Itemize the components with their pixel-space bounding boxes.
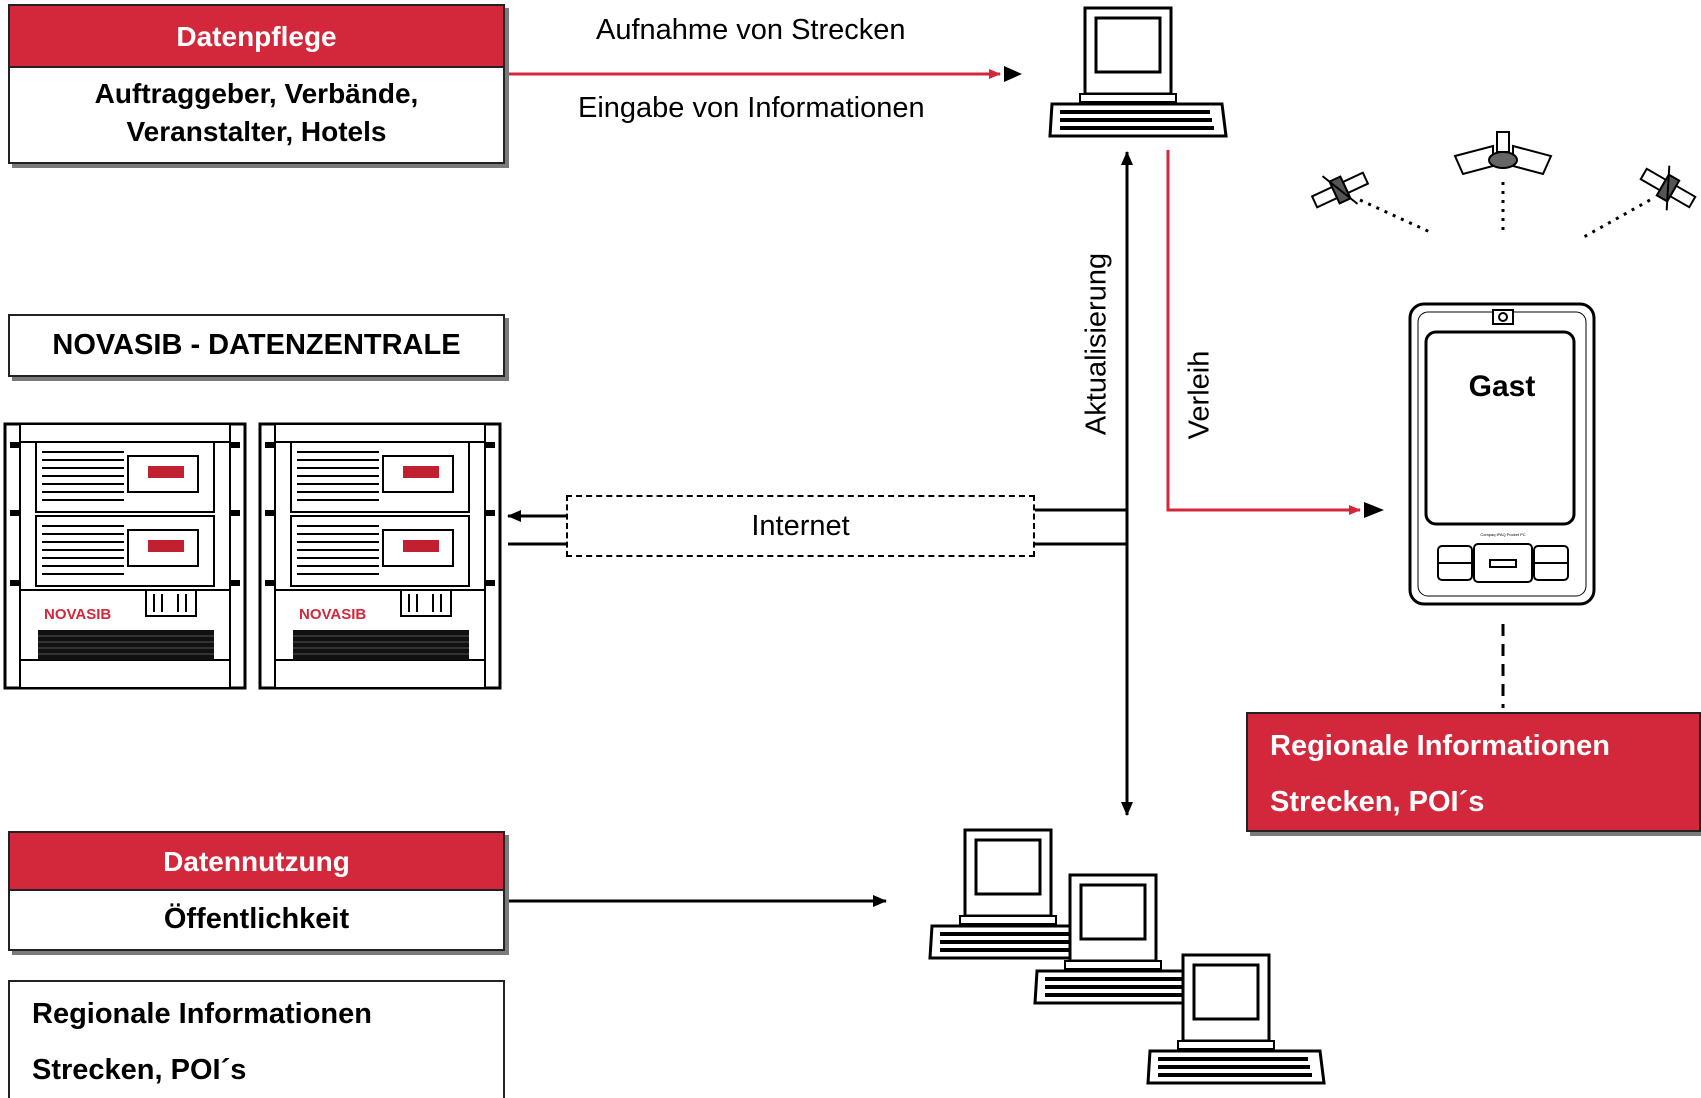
eingabe-label: Eingabe von Informationen xyxy=(578,92,925,124)
server-brand-left: NOVASIB xyxy=(44,606,112,623)
satellite-icon xyxy=(1310,171,1370,209)
pda-maker-text: Compaq iPAQ Pocket PC xyxy=(1480,532,1526,537)
verleih-arrow-head2 xyxy=(1364,502,1384,518)
aufnahme-label: Aufnahme von Strecken xyxy=(596,14,906,46)
satellite-icon xyxy=(1639,165,1697,211)
desktop-computer-icon xyxy=(1146,953,1326,1085)
datennutzung-header: Datennutzung xyxy=(10,833,503,891)
sat-signal-left xyxy=(1359,198,1431,234)
datennutzung-box: Datennutzung Öffentlichkeit xyxy=(8,831,505,951)
sat-signal-right xyxy=(1581,198,1651,240)
server-brand-right: NOVASIB xyxy=(299,606,367,623)
datenpflege-line2: Veranstalter, Hotels xyxy=(126,116,387,147)
pda-device-icon xyxy=(1408,302,1596,606)
datenpflege-line1: Auftraggeber, Verbände, xyxy=(94,78,419,109)
datenpflege-header: Datenpflege xyxy=(10,6,503,68)
internet-label: Internet xyxy=(751,510,850,542)
info-right-line2: Strecken, POI´s xyxy=(1270,786,1485,818)
datennutzung-line1: Öffentlichkeit xyxy=(163,903,350,935)
info-left-line1: Regionale Informationen xyxy=(32,998,372,1030)
server-rack-icon xyxy=(258,422,502,690)
server-rack-icon xyxy=(3,422,247,690)
info-box-right: Regionale Informationen Strecken, POI´s xyxy=(1246,712,1701,832)
pda-screen-text: Gast xyxy=(1468,370,1536,403)
pflege-arrow-head2 xyxy=(1004,66,1022,82)
desktop-computer-icon xyxy=(1033,873,1213,1005)
info-right-line1: Regionale Informationen xyxy=(1270,730,1610,762)
info-box-left: Regionale Informationen Strecken, POI´s xyxy=(8,980,505,1098)
verleih-arrow xyxy=(1166,150,1361,515)
internet-box: Internet xyxy=(566,495,1035,557)
datenzentrale-box: NOVASIB - DATENZENTRALE xyxy=(8,314,505,377)
datenzentrale-title: NOVASIB - DATENZENTRALE xyxy=(52,329,461,361)
info-left-line2: Strecken, POI´s xyxy=(32,1054,247,1086)
desktop-computer-icon xyxy=(1048,6,1228,138)
datenpflege-box: Datenpflege Auftraggeber, Verbände, Vera… xyxy=(8,4,505,164)
satellite-icon xyxy=(1453,131,1553,176)
